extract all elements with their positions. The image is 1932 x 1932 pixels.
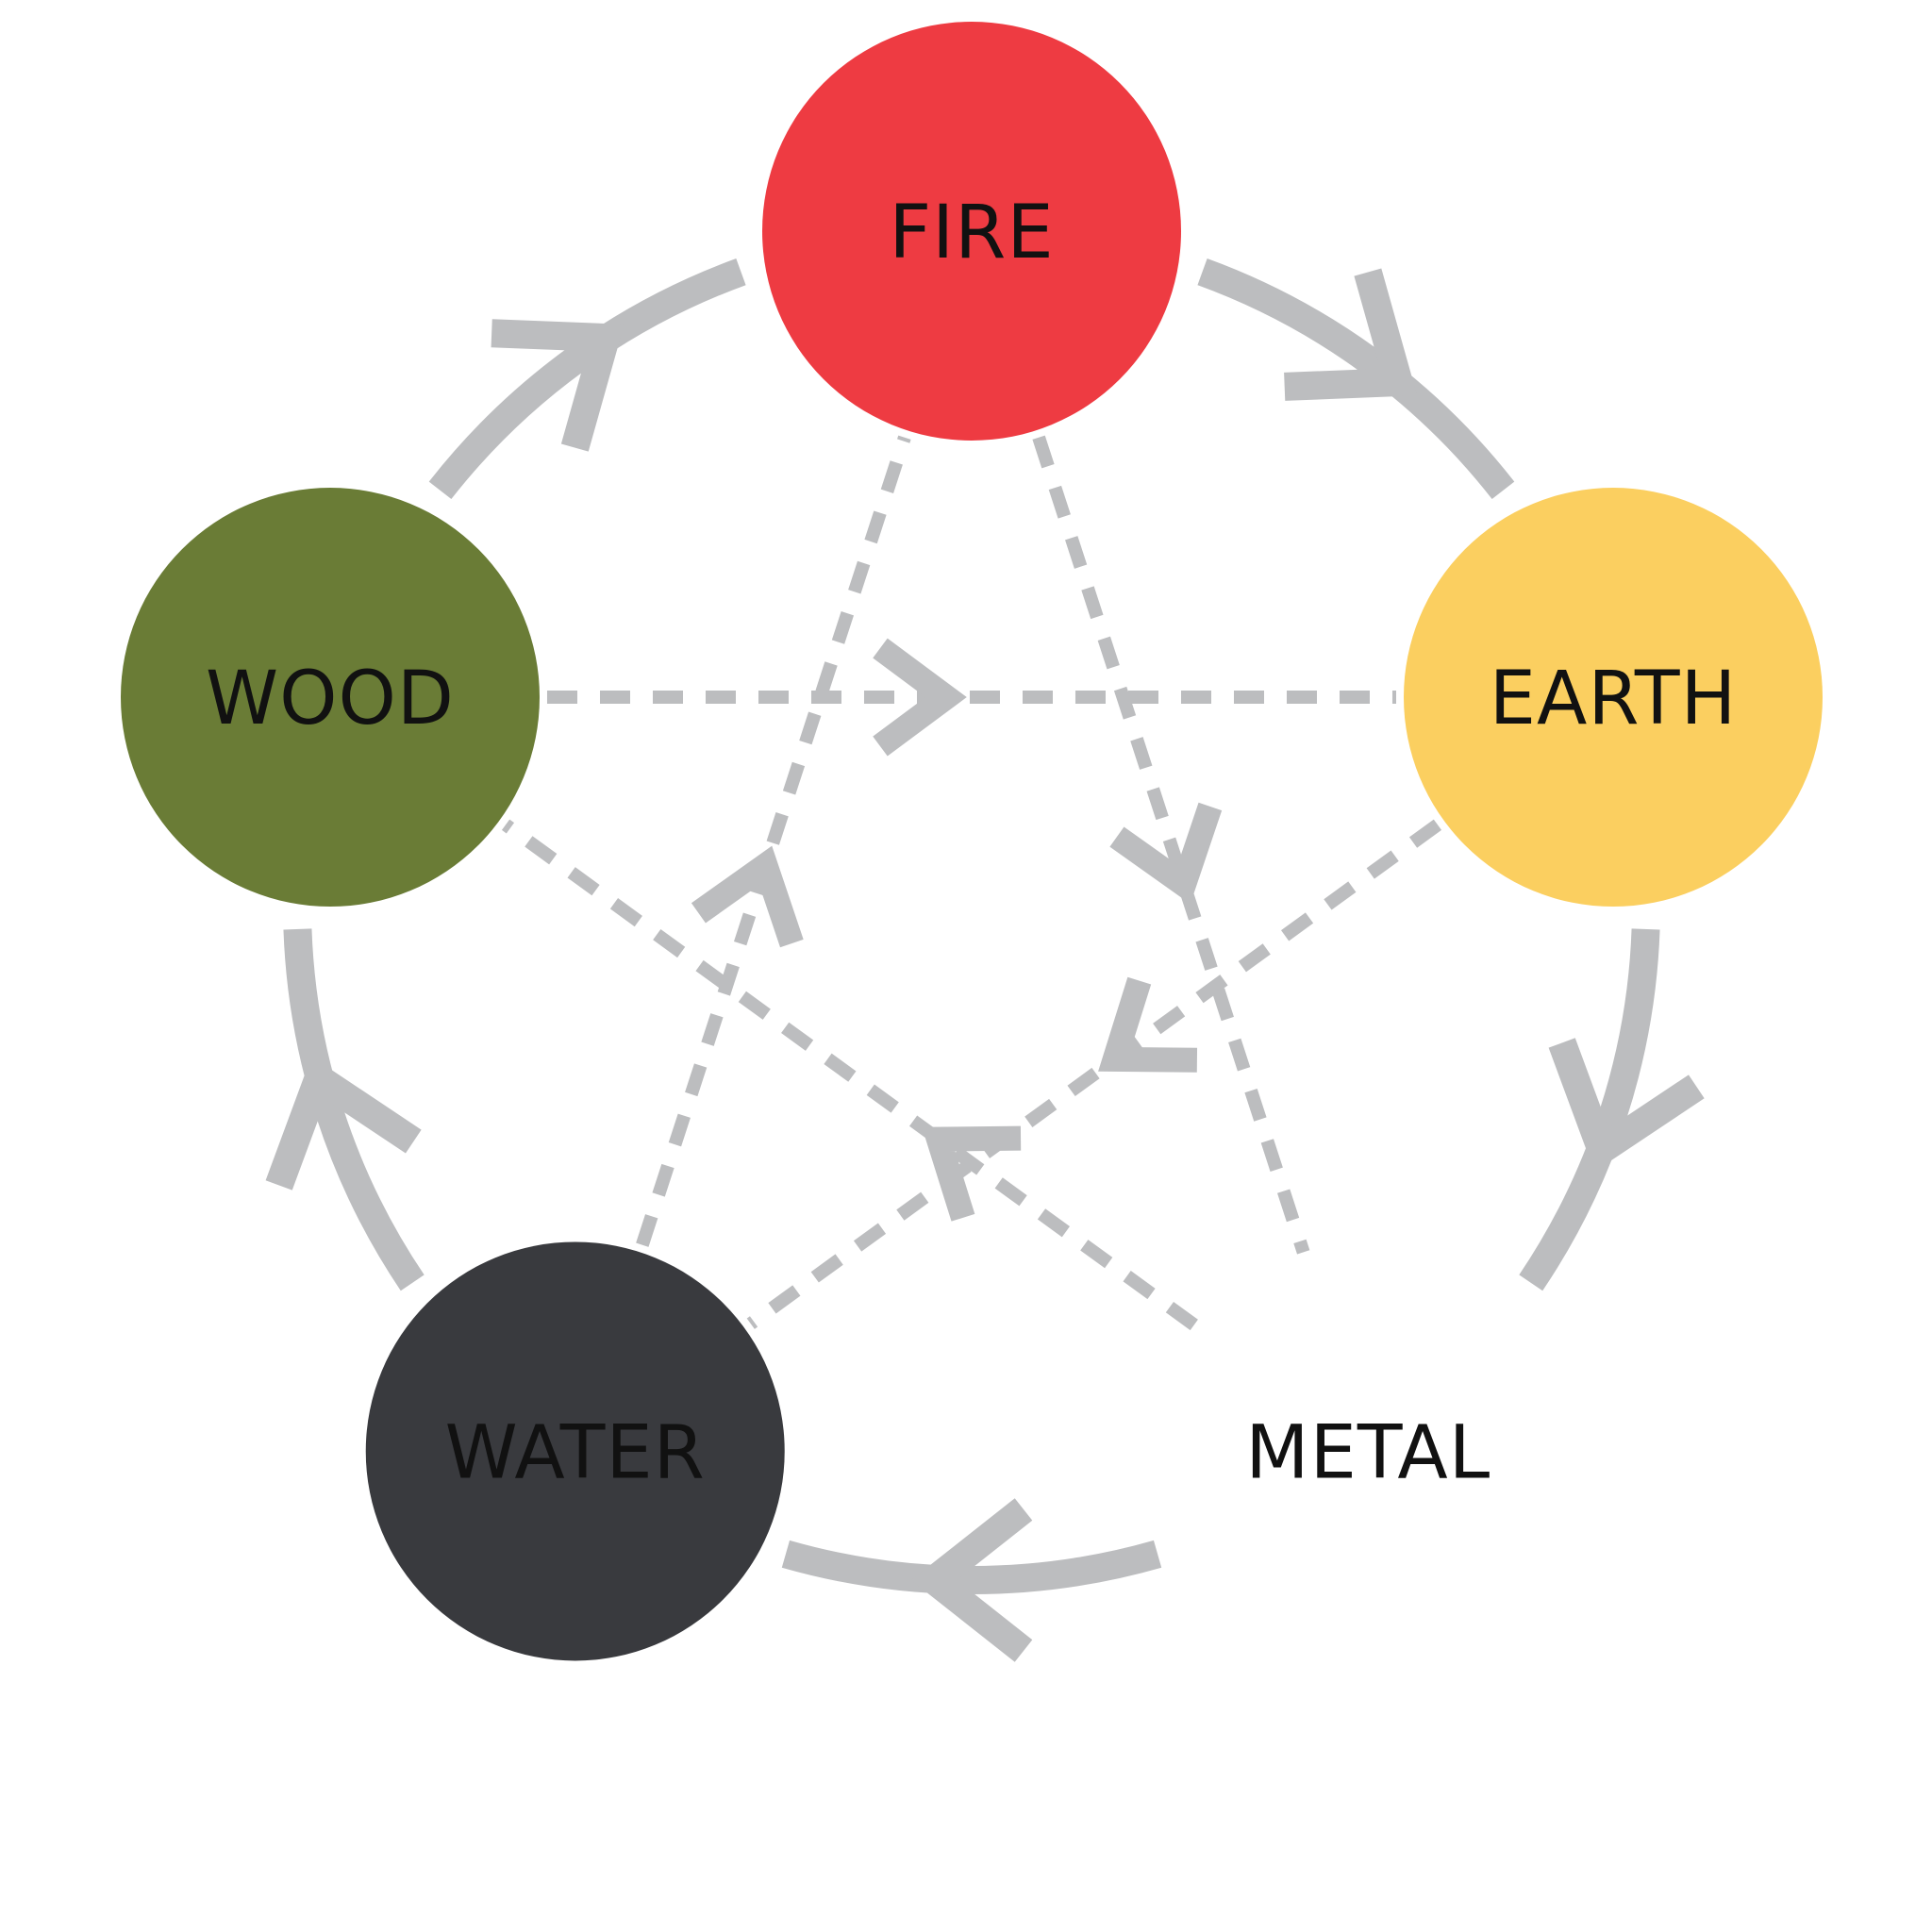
control-line-water-fire bbox=[636, 435, 911, 1247]
cycle-arc-metal-water bbox=[781, 1540, 1162, 1594]
cycle-arrow-water-wood bbox=[265, 1056, 422, 1191]
cycle-arc-earth-metal bbox=[1519, 928, 1660, 1291]
cycle-arc-water-wood bbox=[283, 928, 425, 1291]
controlling-cycle bbox=[501, 435, 1442, 1424]
generating-cycle bbox=[265, 258, 1705, 1662]
element-circle-earth bbox=[1404, 488, 1824, 908]
control-arrow-wood-earth bbox=[873, 638, 967, 757]
element-node-fire: FIRE bbox=[762, 22, 1181, 441]
element-nodes: FIRE EARTH METAL WATER WOOD bbox=[120, 22, 1824, 1661]
control-arrow-metal-wood bbox=[922, 1125, 1022, 1222]
cycle-arrow-earth-metal bbox=[1548, 1038, 1705, 1173]
control-line-fire-metal bbox=[1032, 435, 1355, 1391]
control-arrow-water-fire bbox=[691, 845, 804, 948]
element-node-metal: METAL bbox=[1158, 1241, 1578, 1661]
cycle-arrow-wood-fire bbox=[491, 319, 625, 452]
control-line-metal-wood bbox=[501, 819, 1326, 1424]
element-circle-wood bbox=[120, 488, 540, 908]
element-node-water: WATER bbox=[365, 1241, 785, 1661]
cycle-arc-fire-earth bbox=[1197, 258, 1515, 500]
element-node-wood: WOOD bbox=[120, 488, 540, 908]
element-label-metal: METAL bbox=[1245, 1410, 1491, 1495]
element-node-earth: EARTH bbox=[1404, 488, 1824, 908]
cycle-arrow-metal-water bbox=[910, 1498, 1033, 1662]
control-arrow-earth-water bbox=[1098, 976, 1198, 1073]
cycle-arc-wood-fire bbox=[428, 258, 746, 500]
element-label-wood: WOOD bbox=[206, 657, 455, 741]
element-label-water: WATER bbox=[445, 1410, 706, 1495]
control-arrow-fire-metal bbox=[1109, 802, 1223, 905]
element-circle-fire bbox=[762, 22, 1181, 441]
element-label-earth: EARTH bbox=[1490, 657, 1737, 741]
cycle-arrow-fire-earth bbox=[1284, 268, 1418, 401]
control-line-earth-water bbox=[746, 819, 1442, 1329]
element-circle-metal bbox=[1158, 1241, 1578, 1661]
element-circle-water bbox=[365, 1241, 785, 1661]
element-label-fire: FIRE bbox=[889, 191, 1054, 275]
